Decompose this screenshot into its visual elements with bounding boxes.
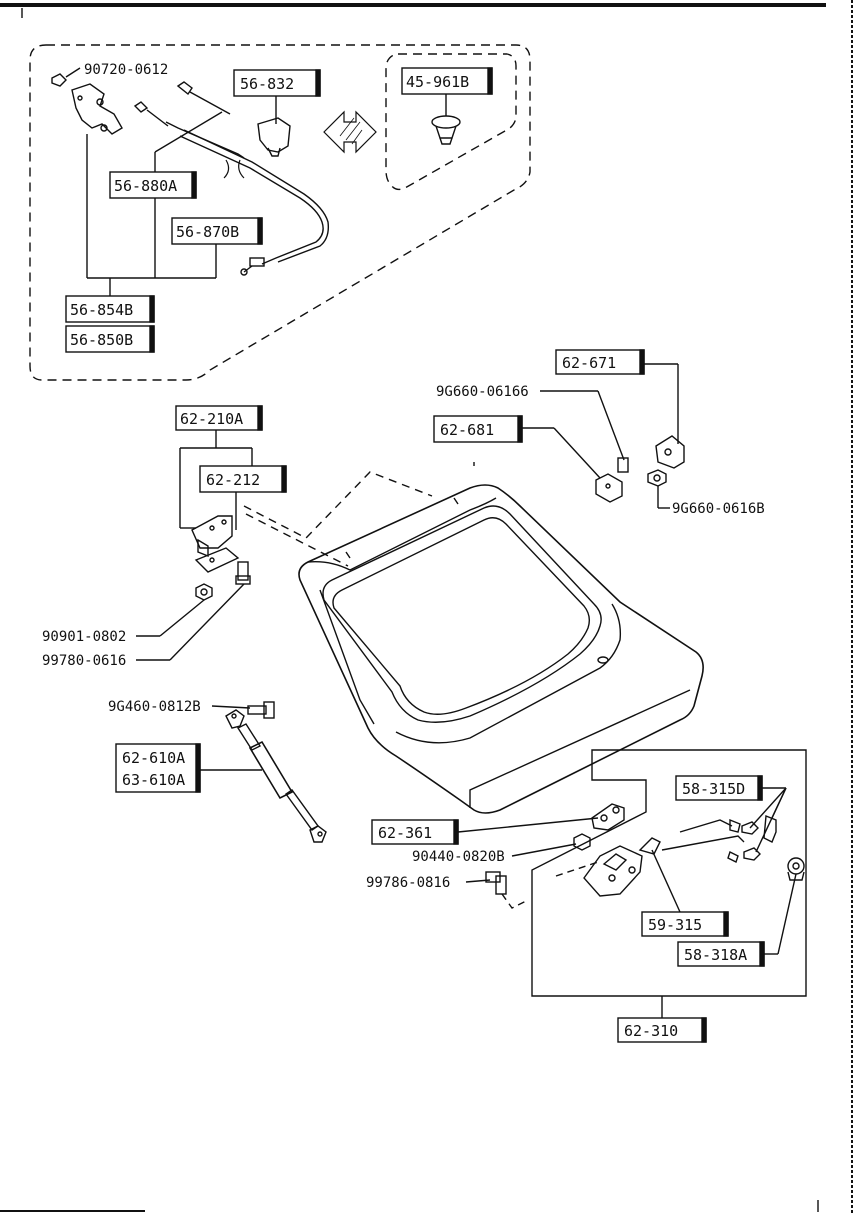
lock-rod-icon [661, 818, 745, 863]
part-label-key-cylinder: 59-315 [648, 916, 702, 934]
part-label-striker: 62-361 [378, 824, 432, 842]
part-label-hinge-bolt: 99780-0616 [42, 653, 126, 669]
part-label-hinge-assy: 62-210A [180, 410, 243, 428]
hinge-reference-line [243, 471, 433, 567]
part-label-rod-clip: 58-315D [682, 780, 745, 798]
lock-assy-icon [583, 837, 661, 897]
cable-tip-icon [240, 257, 265, 276]
fitting-leaders [522, 363, 679, 509]
stay-leaders [200, 705, 262, 771]
lock-group-box [531, 749, 807, 997]
hinge-leaders [136, 428, 253, 661]
part-label-push-clip: 45-961B [406, 73, 469, 91]
cable-group-boundary [29, 44, 531, 381]
stay-damper-icon [225, 709, 327, 843]
part-label-stay-bolt: 9G460-0812B [108, 699, 201, 715]
release-cable-icon-b [183, 129, 330, 263]
part-label-hinge-nut: 90901-0802 [42, 629, 126, 645]
lower-fitting-icon [595, 473, 623, 503]
tailgate-panel [298, 462, 704, 814]
part-label-clip: 90720-0612 [84, 62, 168, 78]
part-label-lever-asm: 56-850B [70, 331, 133, 349]
push-clip-icon [431, 115, 461, 145]
striker-icon [591, 803, 625, 831]
rod-clip-icon [741, 815, 777, 861]
hinge-icon [191, 515, 240, 573]
part-label-release-cable-b: 56-870B [176, 223, 239, 241]
hinge-bolt-icon [235, 561, 251, 585]
part-label-lock-bolt: 99786-0816 [366, 875, 450, 891]
lever-bracket-icon [51, 73, 123, 135]
part-label-upper-screw: 9G660-0616B [672, 501, 765, 517]
part-label-lever-b: 56-854B [70, 301, 133, 319]
part-label-cylinder-clip: 58-318A [684, 946, 747, 964]
double-arrow-icon [323, 110, 377, 154]
part-label-lock-assy: 62-310 [624, 1022, 678, 1040]
lock-bolt-icon [485, 871, 507, 895]
part-label-striker-bolt: 90440-0820B [412, 849, 505, 865]
part-label-stay-left: 63-610A [122, 771, 185, 789]
part-label-release-cable-a: 56-880A [114, 177, 177, 195]
part-label-upper-fitting: 62-671 [562, 354, 616, 372]
part-label-hinge: 62-212 [206, 471, 260, 489]
lock-bolt-dashed [501, 861, 599, 909]
part-label-cable-end: 56-832 [240, 75, 294, 93]
lock-leaders [457, 787, 797, 1018]
part-label-lower-fitting: 62-681 [440, 421, 494, 439]
cable-end-icon [133, 81, 245, 159]
upper-screw-icon [647, 469, 667, 487]
lower-screw-icon [617, 457, 629, 473]
striker-bolt-icon [573, 833, 591, 851]
retainer-clip-icon [257, 108, 291, 157]
stay-bolt-icon [247, 701, 275, 719]
clip-inset-boundary [385, 53, 517, 191]
part-label-stay-right: 62-610A [122, 749, 185, 767]
hinge-nut-icon [195, 583, 213, 601]
release-cable-icon [179, 135, 324, 265]
part-label-lower-screw: 9G660-06166 [436, 384, 529, 400]
upper-fitting-icon [655, 435, 685, 469]
